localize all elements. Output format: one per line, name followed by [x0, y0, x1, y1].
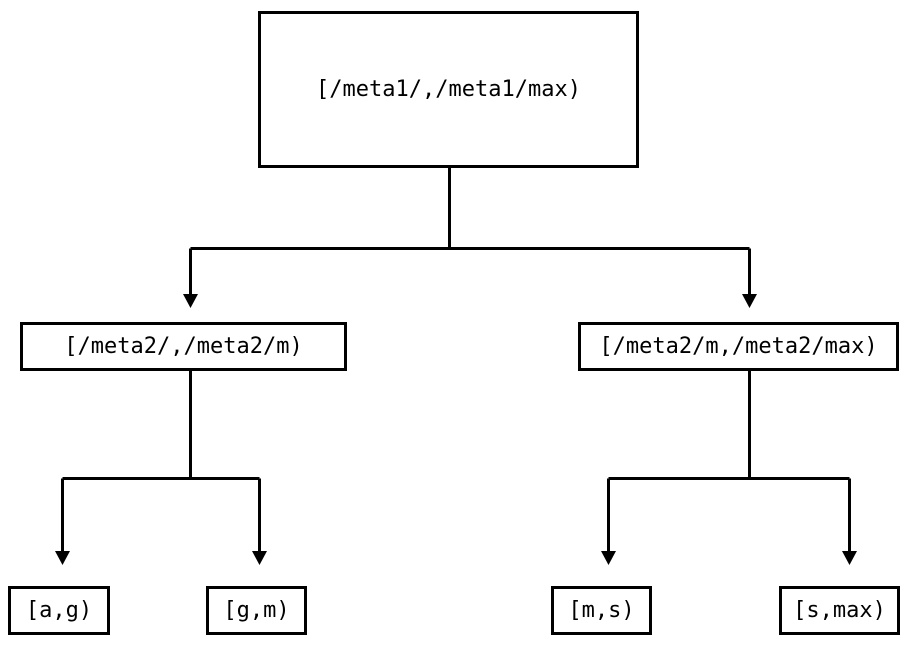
arrowhead-mid-right-to-leaf-4 [842, 551, 857, 565]
tree-node-leaf-2[interactable]: [g,m) [206, 586, 307, 635]
tree-node-leaf-1-label: [a,g) [25, 597, 93, 623]
arrowhead-mid-left-to-leaf-1 [55, 551, 70, 565]
tree-node-leaf-2-label: [g,m) [223, 597, 290, 623]
tree-node-mid-right-label: [/meta2/m,/meta2/max) [599, 333, 878, 359]
arrowhead-mid-right-to-leaf-3 [601, 551, 616, 565]
tree-node-leaf-4[interactable]: [s,max) [779, 586, 900, 635]
arrowhead-mid-left-to-leaf-2 [252, 551, 267, 565]
tree-node-leaf-3-label: [m,s) [568, 597, 635, 623]
tree-node-leaf-3[interactable]: [m,s) [551, 586, 652, 635]
tree-node-leaf-1[interactable]: [a,g) [8, 586, 110, 635]
tree-node-leaf-4-label: [s,max) [793, 597, 886, 623]
tree-node-mid-left-label: [/meta2/,/meta2/m) [64, 333, 303, 359]
tree-node-root-label: [/meta1/,/meta1/max) [316, 76, 581, 102]
arrowhead-root-to-mid-left [183, 294, 198, 308]
tree-node-root[interactable]: [/meta1/,/meta1/max) [258, 11, 639, 168]
arrowhead-root-to-mid-right [742, 294, 757, 308]
tree-node-mid-right[interactable]: [/meta2/m,/meta2/max) [578, 322, 899, 371]
tree-node-mid-left[interactable]: [/meta2/,/meta2/m) [20, 322, 347, 371]
